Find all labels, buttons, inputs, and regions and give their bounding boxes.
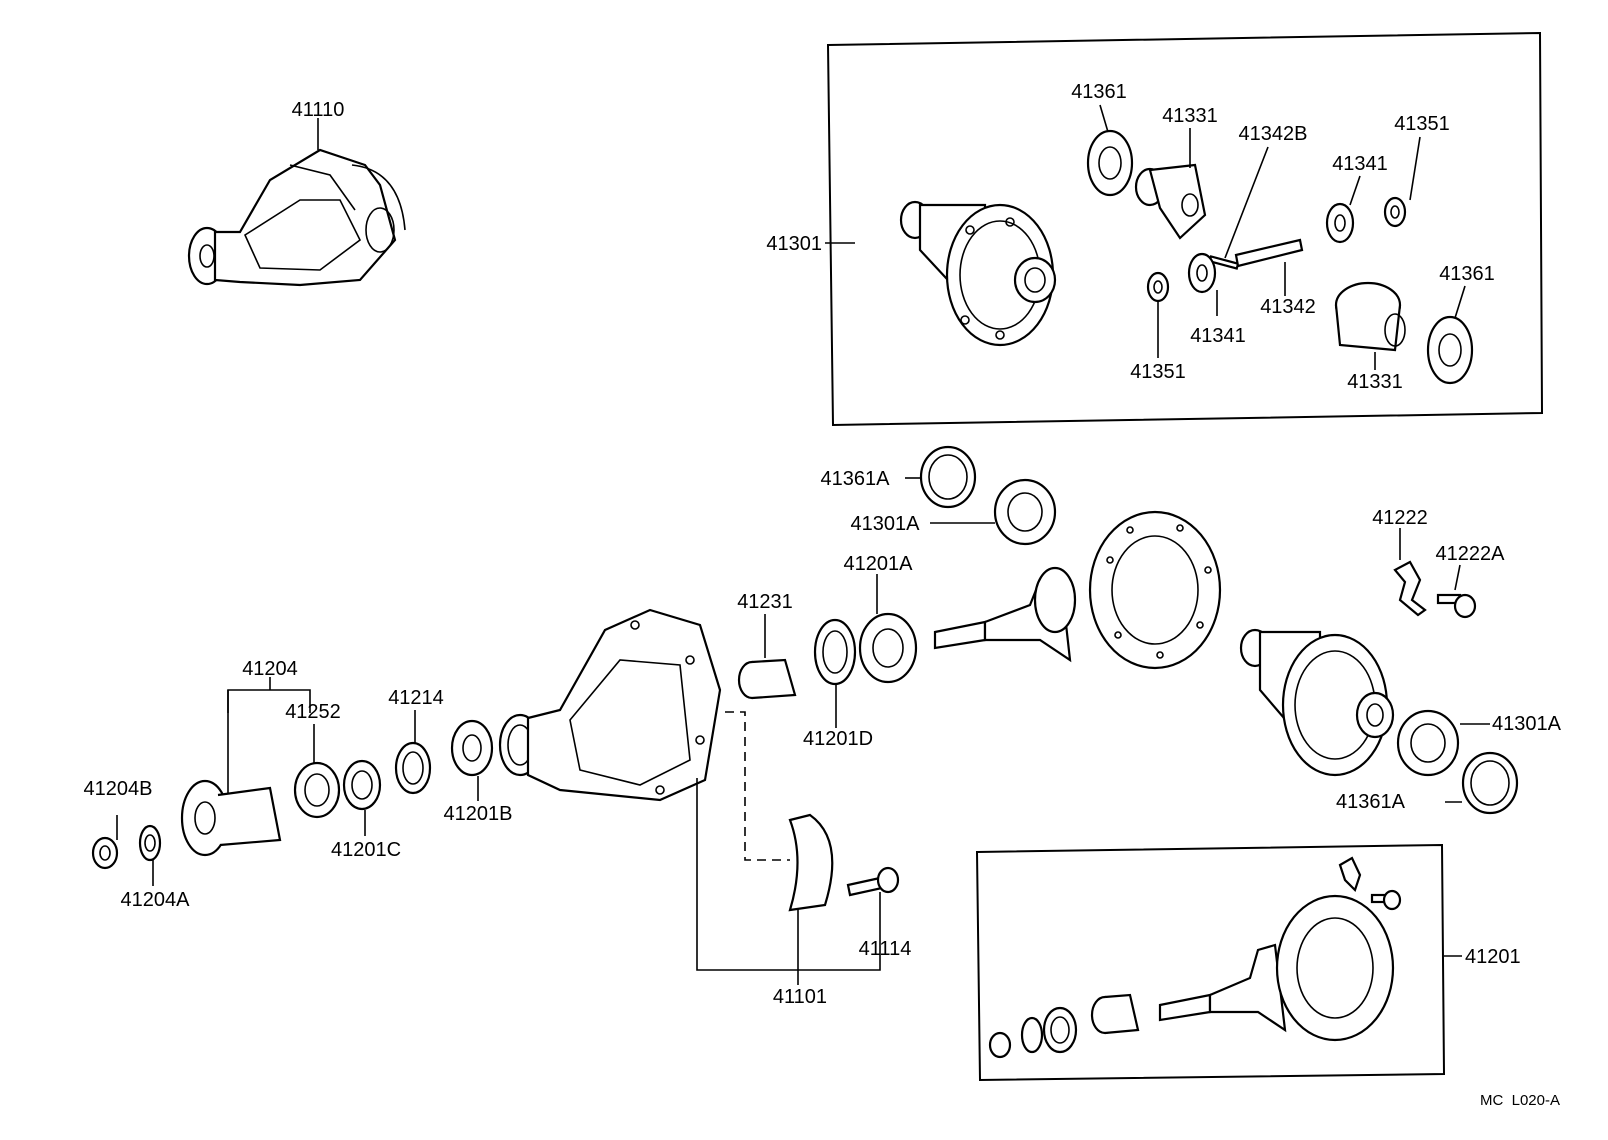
part-number-41341-bottom: 41341 (1190, 325, 1246, 347)
part-number-41361-right: 41361 (1439, 263, 1495, 285)
bearing-front-drawing (450, 719, 494, 777)
flange-nut-drawing (91, 836, 119, 870)
carrier-assembly-drawing (187, 148, 406, 287)
carrier-housing-drawing (498, 608, 722, 802)
part-number-41231: 41231 (737, 591, 793, 613)
part-number-41204: 41204 (242, 658, 298, 680)
part-number-41341-top: 41341 (1332, 153, 1388, 175)
kit-ring-gear-drawing (1275, 894, 1395, 1042)
side-bearing-right-drawing (1396, 709, 1460, 777)
part-number-41351-bottom: 41351 (1130, 361, 1186, 383)
cap-bolt-drawing (846, 866, 900, 897)
part-number-41301A-right: 41301A (1492, 713, 1562, 735)
kit-seal-drawing (1042, 1006, 1078, 1054)
part-number-41361-top: 41361 (1071, 81, 1127, 103)
bearing-cup-top-drawing (919, 445, 977, 509)
oil-seal-drawing (342, 759, 382, 811)
plate-washer-drawing (138, 824, 162, 862)
companion-flange-drawing (180, 779, 282, 857)
part-number-41201B: 41201B (444, 803, 513, 825)
diagram-code: MC L020-A (1480, 1092, 1560, 1109)
lock-plate-drawing (1393, 560, 1427, 617)
bearing-race-front-drawing (394, 741, 432, 795)
kit-washer-drawing (1020, 1016, 1044, 1054)
part-number-41204B: 41204B (84, 778, 153, 800)
side-bearing-top-drawing (993, 478, 1057, 546)
part-number-41204A: 41204A (121, 889, 191, 911)
part-number-41361A-top: 41361A (821, 468, 891, 490)
side-gear-bottom-drawing (1334, 281, 1406, 352)
part-number-41201C: 41201C (331, 839, 401, 861)
ring-gear-drawing (1088, 510, 1222, 670)
lock-bolt-drawing (1436, 593, 1477, 619)
part-number-41301A-top: 41301A (851, 513, 921, 535)
differential-case-group-box (826, 31, 1544, 427)
kit-nut-drawing (988, 1031, 1012, 1059)
bearing-cup-right-drawing (1461, 751, 1519, 815)
part-number-41222: 41222 (1372, 507, 1428, 529)
part-number-41342B: 41342B (1239, 123, 1308, 145)
pinion-shaft-drawing (1234, 238, 1304, 268)
drive-pinion-drawing (933, 566, 1077, 663)
kit-bolt-drawing (1370, 889, 1402, 911)
kit-pinion-drawing (1158, 943, 1287, 1033)
bearing-rear-drawing (858, 612, 918, 684)
part-number-41110: 41110 (292, 99, 345, 121)
part-number-41351-top: 41351 (1394, 113, 1450, 135)
kit-spacer-drawing (1090, 993, 1140, 1035)
ring-pinion-kit-group-box (975, 843, 1446, 1082)
slinger-drawing (293, 761, 341, 819)
side-gear-washer-bottom-drawing (1426, 315, 1474, 385)
side-gear-washer-top-drawing (1086, 129, 1134, 197)
part-number-41114: 41114 (859, 938, 912, 960)
spacer-drawing (737, 658, 797, 700)
pinion-gear-lower-drawing (1187, 252, 1217, 294)
part-number-41201: 41201 (1465, 946, 1521, 968)
part-number-41361A-right: 41361A (1336, 791, 1406, 813)
pinion-gear-upper-drawing (1325, 202, 1355, 244)
part-number-41201A: 41201A (844, 553, 914, 575)
part-number-41331-top: 41331 (1162, 105, 1218, 127)
pinion-washer-lower-drawing (1146, 271, 1170, 303)
part-number-41252: 41252 (285, 701, 341, 723)
pinion-washer-upper-drawing (1383, 196, 1407, 228)
differential-case-drawing (899, 200, 1057, 347)
part-number-41331-bottom: 41331 (1347, 371, 1403, 393)
part-number-41222A: 41222A (1436, 543, 1506, 565)
bearing-cap-drawing (788, 813, 834, 912)
side-gear-top-drawing (1134, 163, 1207, 240)
bearing-race-rear-drawing (813, 618, 857, 686)
part-number-41201D: 41201D (803, 728, 873, 750)
part-number-41101: 41101 (773, 986, 827, 1008)
part-number-41301: 41301 (766, 233, 822, 255)
part-number-41342: 41342 (1260, 296, 1316, 318)
part-number-41214: 41214 (388, 687, 444, 709)
kit-lock-plate-drawing (1338, 856, 1362, 893)
differential-case-assembled-drawing (1239, 628, 1395, 777)
